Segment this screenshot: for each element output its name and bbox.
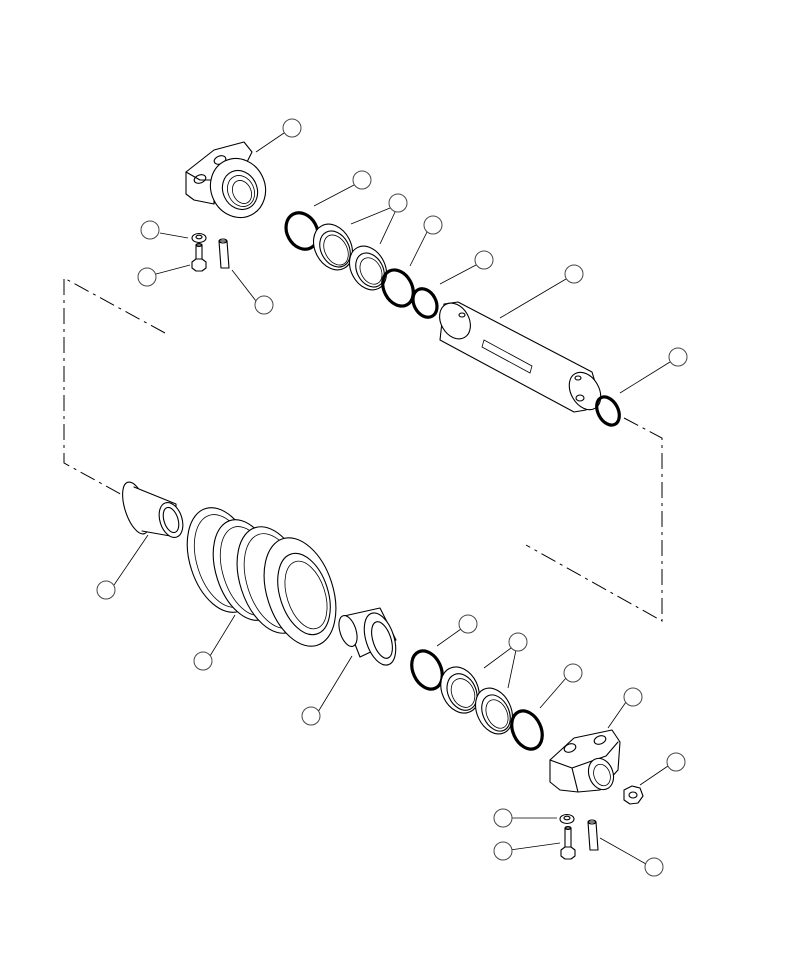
upper-seal-ring-a: [312, 223, 354, 271]
callout-bubble: [668, 347, 688, 367]
callout-bubble: [193, 651, 213, 671]
callout-bubble: [508, 632, 528, 652]
left-bushing: [122, 481, 184, 539]
shaft-end-ring: [595, 395, 621, 427]
upper-bolt: [191, 242, 207, 272]
lower-bracket: [549, 729, 621, 793]
callout-bubble: [474, 250, 494, 270]
upper-bracket: [185, 141, 267, 219]
callout-bubble: [458, 614, 478, 634]
callout-bubble: [623, 687, 643, 707]
callout-bubbles: [96, 118, 688, 877]
assembly-dashed-lines: [63, 277, 663, 622]
callout-bubble: [388, 193, 408, 213]
callout-bubble: [493, 841, 513, 861]
right-bushing: [338, 607, 397, 666]
callout-bubble: [352, 170, 372, 190]
lower-pin: [587, 819, 599, 851]
callout-bubble: [563, 663, 583, 683]
hex-nut: [623, 785, 644, 805]
roller-body: [186, 507, 337, 647]
callout-leader-lines: [113, 132, 671, 865]
upper-pin: [218, 238, 230, 269]
callout-bubble: [301, 706, 321, 726]
callout-bubble: [96, 580, 116, 600]
callout-bubble: [493, 808, 513, 828]
callout-bubble: [140, 220, 160, 240]
roller-shaft: [439, 301, 602, 413]
lower-washer: [559, 813, 575, 825]
callout-bubble: [137, 267, 157, 287]
callout-bubble: [666, 752, 686, 772]
upper-washer: [191, 232, 207, 244]
callout-bubble: [644, 857, 664, 877]
callout-bubble: [423, 215, 443, 235]
lower-seal-group: [410, 649, 544, 751]
callout-bubble: [254, 295, 274, 315]
lower-bolt: [560, 825, 576, 860]
callout-bubble: [282, 118, 302, 138]
lower-seal-ring-a: [440, 666, 480, 714]
upper-seal-ring-b: [348, 245, 388, 291]
upper-seal-group: [284, 211, 439, 319]
lower-seal-ring-b: [475, 687, 513, 735]
callout-bubble: [564, 264, 584, 284]
